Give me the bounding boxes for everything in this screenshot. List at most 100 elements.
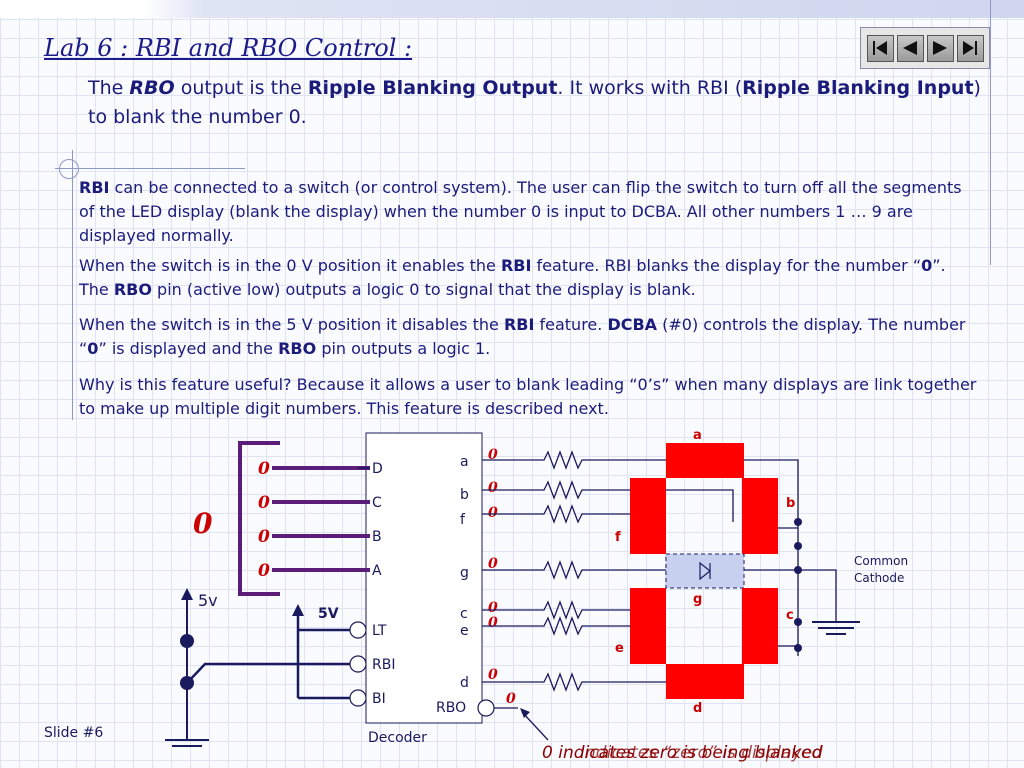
pin-label-out-d: d bbox=[460, 675, 469, 691]
switch-lever bbox=[186, 662, 298, 684]
pin-label-b: B bbox=[372, 529, 382, 545]
rbi-term: RBI bbox=[79, 178, 110, 197]
note-text-displayed: Indicates “zero” is displayed bbox=[580, 743, 823, 763]
decorative-vertical-line bbox=[990, 0, 991, 265]
rbo-term: RBO bbox=[113, 280, 152, 299]
pin-label-out-b: b bbox=[460, 487, 469, 503]
junction-dot bbox=[794, 644, 802, 652]
pin-label-rbo: RBO bbox=[436, 700, 466, 716]
ripple-blanking-input-term: Ripple Blanking Input bbox=[742, 77, 974, 99]
segment-d bbox=[666, 664, 744, 699]
lt-bubble bbox=[349, 621, 367, 639]
zero-term: 0 bbox=[921, 256, 933, 275]
paragraph-0v: When the switch is in the 0 V position i… bbox=[79, 254, 979, 302]
input-bit-d: 0 bbox=[258, 459, 270, 479]
paragraph-text: (#0) controls the display. The number “ bbox=[79, 315, 966, 358]
last-icon bbox=[963, 41, 977, 55]
junction-dot bbox=[794, 542, 802, 550]
next-icon bbox=[933, 41, 947, 55]
segment-b bbox=[742, 478, 778, 554]
junction-dots bbox=[794, 518, 802, 652]
rbo-pointer-head bbox=[520, 708, 530, 718]
wire-d bbox=[482, 672, 666, 692]
segment-label-g: g bbox=[693, 592, 702, 607]
ripple-blanking-output-term: Ripple Blanking Output bbox=[307, 77, 558, 99]
input-bit-c: 0 bbox=[258, 493, 270, 513]
intro-text-part: ) to blank the number 0. bbox=[88, 77, 981, 128]
wire-c bbox=[482, 600, 652, 620]
segment-label-a: a bbox=[693, 428, 702, 443]
rbi-term: RBI bbox=[503, 315, 535, 334]
pin-label-out-e: e bbox=[460, 623, 469, 639]
pin-label-rbi: RBI bbox=[372, 657, 395, 673]
supply-label-5v: 5V bbox=[318, 606, 339, 622]
input-bit-a: 0 bbox=[258, 561, 270, 581]
common-label: Common bbox=[854, 554, 908, 568]
last-slide-button[interactable] bbox=[956, 34, 984, 62]
paragraph-text: ” is displayed and the bbox=[98, 339, 279, 358]
decorative-horizontal-line bbox=[55, 168, 245, 169]
dcba-term: DCBA bbox=[607, 315, 658, 334]
paragraph-rbi: RBI can be connected to a switch (or con… bbox=[79, 176, 979, 248]
slide-title: Lab 6 : RBI and RBO Control : bbox=[44, 34, 413, 62]
note-value: 0 bbox=[542, 743, 553, 763]
top-band bbox=[0, 0, 1024, 18]
segment-label-c: c bbox=[786, 608, 794, 623]
cathode-ground bbox=[812, 621, 860, 635]
paragraph-usefulness: Why is this feature useful? Because it a… bbox=[79, 373, 979, 421]
paragraph-text: When the switch is in the 0 V position i… bbox=[79, 256, 501, 275]
rbi-bubble bbox=[349, 655, 367, 673]
pin-label-c: C bbox=[372, 495, 382, 511]
segment-a bbox=[666, 443, 744, 478]
segment-label-b: b bbox=[786, 496, 795, 511]
intro-text-part: . It works with RBI ( bbox=[557, 77, 743, 99]
paragraph-text: can be connected to a switch (or control… bbox=[79, 178, 962, 245]
paragraph-text: pin (active low) outputs a logic 0 to si… bbox=[151, 280, 696, 299]
cathode-label: Cathode bbox=[854, 571, 904, 585]
paragraph-text: feature. bbox=[534, 315, 608, 334]
output-bit-f: 0 bbox=[488, 505, 498, 521]
rbo-pointer bbox=[521, 711, 549, 741]
output-bit-b: 0 bbox=[488, 480, 498, 496]
intro-text: The RBO output is the Ripple Blanking Ou… bbox=[88, 74, 988, 132]
rbi-term: RBI bbox=[500, 256, 532, 275]
paragraph-5v: When the switch is in the 5 V position i… bbox=[79, 313, 979, 361]
decoder-box bbox=[365, 432, 483, 724]
previous-slide-button[interactable] bbox=[896, 34, 924, 62]
first-slide-button[interactable] bbox=[866, 34, 894, 62]
output-bit-c: 0 bbox=[488, 600, 498, 616]
output-bit-a: 0 bbox=[488, 447, 498, 463]
pin-label-out-a: a bbox=[460, 454, 469, 470]
segment-label-e: e bbox=[615, 641, 624, 656]
intro-text-part: The bbox=[88, 77, 130, 99]
5v-arrow bbox=[292, 604, 304, 616]
switch-supply-label: 5v bbox=[198, 591, 218, 610]
paragraph-text: When the switch is in the 5 V position i… bbox=[79, 315, 504, 334]
segment-g bbox=[665, 553, 745, 589]
junction-dot bbox=[794, 566, 802, 574]
wire-b bbox=[482, 480, 734, 522]
next-slide-button[interactable] bbox=[926, 34, 954, 62]
switch-supply-arrow bbox=[181, 588, 193, 600]
segment-label-d: d bbox=[693, 701, 702, 716]
pin-label-lt: LT bbox=[372, 623, 387, 639]
slide-number: Slide #6 bbox=[44, 725, 104, 741]
decorative-circle bbox=[59, 159, 79, 179]
segment-c bbox=[742, 588, 778, 664]
cathode-bus bbox=[798, 569, 837, 622]
wire-f bbox=[482, 504, 653, 530]
paragraph-text: ”. The bbox=[79, 256, 946, 299]
bi-bubble bbox=[349, 689, 367, 707]
paragraph-text: pin outputs a logic 1. bbox=[316, 339, 491, 358]
pin-label-out-f: f bbox=[460, 512, 466, 528]
rbo-term: RBO bbox=[278, 339, 317, 358]
rbo-bit: 0 bbox=[506, 691, 516, 707]
rbo-term: RBO bbox=[129, 77, 175, 99]
rbi-switch[interactable] bbox=[165, 588, 298, 747]
first-icon bbox=[873, 41, 887, 55]
control-inputs bbox=[292, 604, 367, 707]
pin-label-d: D bbox=[372, 461, 383, 477]
pin-label-out-g: g bbox=[460, 565, 469, 581]
wire-a bbox=[482, 450, 799, 656]
